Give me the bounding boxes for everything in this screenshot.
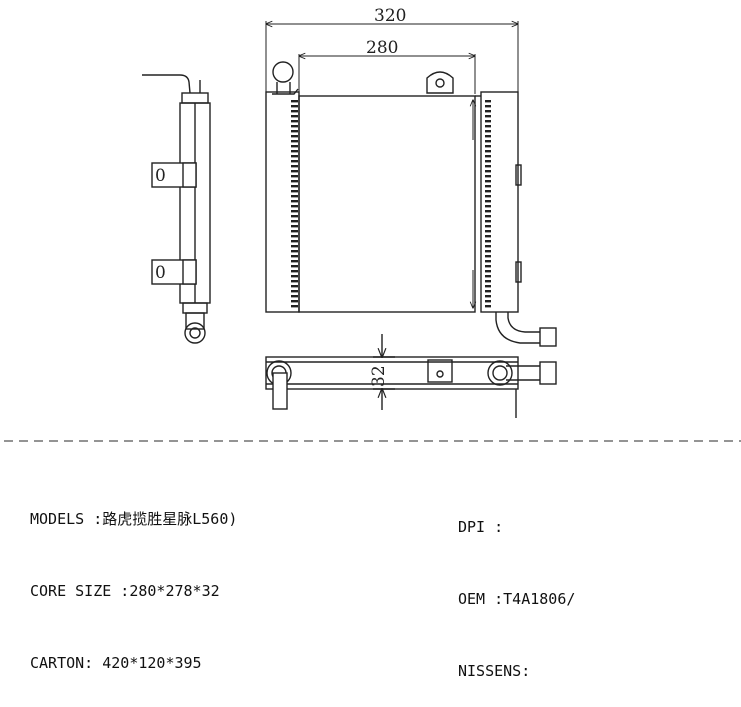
bolt-label-upper: 0 bbox=[155, 166, 166, 186]
front-view bbox=[265, 61, 557, 347]
bolt-label-lower: 0 bbox=[155, 263, 166, 283]
core-fin-teeth bbox=[291, 100, 491, 308]
spec-row-models: MODELS :路虎揽胜星脉L560) bbox=[30, 510, 238, 528]
spec-row-core-size: CORE SIZE :280*278*32 bbox=[30, 582, 220, 600]
spec-list-left: MODELS :路虎揽胜星脉L560) CORE SIZE :280*278*3… bbox=[30, 459, 237, 699]
spec-row-carton: CARTON: 420*120*395 bbox=[30, 654, 202, 672]
inlet-pipe bbox=[272, 61, 294, 83]
spec-row-dpi: DPI : bbox=[458, 518, 504, 536]
bottom-view bbox=[265, 334, 557, 418]
radiator-core bbox=[298, 95, 476, 313]
spec-list-right: DPI : OEM :T4A1806/ NISSENS: bbox=[458, 467, 575, 707]
radiator-technical-drawing: 0 0 320 280 bbox=[4, 6, 741, 442]
outlet-pipe bbox=[495, 312, 540, 344]
core-width-label: 280 bbox=[366, 38, 398, 58]
top-mounting-lug bbox=[426, 71, 454, 94]
dimension-lines bbox=[266, 21, 518, 308]
thickness-label: 32 bbox=[369, 365, 389, 387]
overall-width-label: 320 bbox=[374, 6, 406, 26]
spec-row-oem: OEM :T4A1806/ bbox=[458, 590, 576, 608]
spec-row-nissens: NISSENS: bbox=[458, 662, 531, 680]
side-view bbox=[142, 74, 211, 344]
pipe-end-circle bbox=[184, 322, 206, 344]
